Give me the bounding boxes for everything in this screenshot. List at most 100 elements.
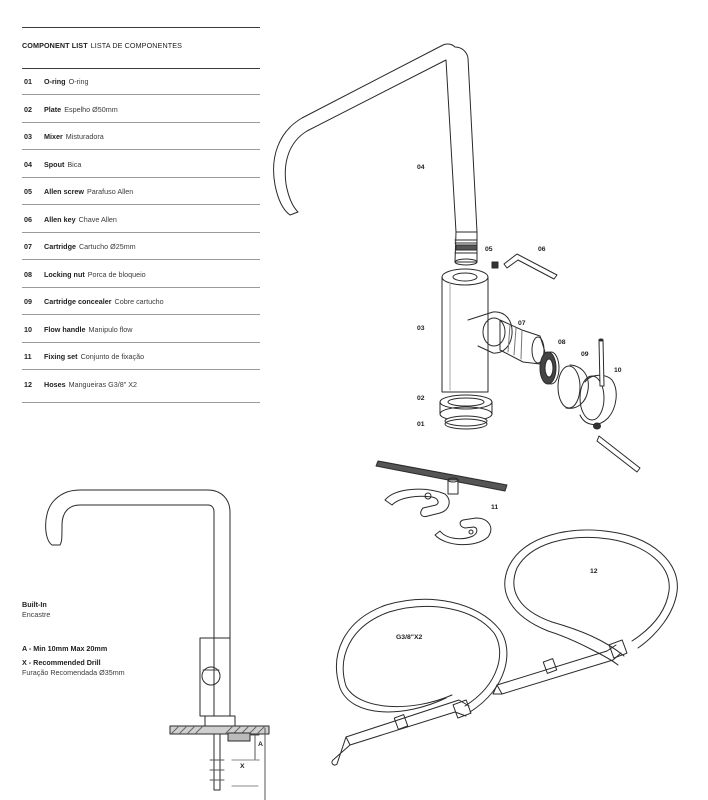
handle-key-drawing bbox=[596, 435, 641, 473]
list-bottom-rule bbox=[22, 402, 260, 403]
row-divider bbox=[22, 121, 260, 123]
component-name-en: Allen key bbox=[44, 214, 76, 224]
component-name-en: Flow handle bbox=[44, 324, 86, 334]
component-number: 12 bbox=[24, 379, 32, 389]
component-number: 01 bbox=[24, 77, 32, 86]
row-divider bbox=[22, 341, 260, 343]
handle-screw-drawing bbox=[593, 422, 601, 430]
component-name-en: Plate bbox=[44, 104, 62, 114]
note-a: A - Min 10mm Max 20mm bbox=[22, 644, 108, 653]
component-name-en: Spout bbox=[44, 159, 65, 169]
cartridge-drawing bbox=[499, 319, 546, 365]
component-name-pt: Porca de bloqueio bbox=[87, 269, 146, 279]
component-number: 11 bbox=[24, 352, 32, 361]
component-number: 09 bbox=[24, 297, 32, 306]
flow-handle-drawing bbox=[579, 338, 617, 425]
list-title-pt: LISTA DE COMPONENTES bbox=[90, 41, 183, 50]
component-number: 05 bbox=[24, 187, 32, 196]
row-divider bbox=[22, 94, 260, 95]
allen-screw-drawing bbox=[491, 261, 499, 269]
row-divider bbox=[22, 204, 260, 205]
locking-nut-drawing bbox=[539, 351, 560, 385]
fixing-set-drawing bbox=[375, 460, 508, 546]
mixer-body-drawing bbox=[441, 268, 513, 393]
component-name-en: Fixing set bbox=[44, 352, 78, 361]
row-divider bbox=[22, 149, 260, 150]
hoses-drawing bbox=[331, 529, 678, 766]
component-name-pt: Manipulo flow bbox=[88, 324, 133, 334]
row-divider bbox=[22, 286, 260, 288]
plate-drawing bbox=[439, 394, 493, 422]
component-name-pt: Chave Allen bbox=[78, 214, 117, 224]
label-04: 04 bbox=[417, 164, 425, 171]
builtin-pt: Encastre bbox=[22, 610, 51, 619]
component-name-pt: O-ring bbox=[68, 77, 89, 86]
component-number: 04 bbox=[24, 159, 32, 169]
dim-x-label: X bbox=[240, 763, 245, 770]
component-number: 03 bbox=[24, 132, 32, 141]
row-divider bbox=[22, 369, 260, 370]
component-name-pt: Bica bbox=[67, 159, 82, 169]
concealer-drawing bbox=[557, 364, 589, 409]
component-name-pt: Parafuso Allen bbox=[86, 187, 134, 196]
label-02: 02 bbox=[417, 395, 425, 402]
component-name-pt: Espelho Ø50mm bbox=[64, 104, 118, 114]
component-name-pt: Cobre cartucho bbox=[114, 297, 164, 306]
component-name-en: Locking nut bbox=[44, 269, 85, 279]
component-name-en: Cartridge concealer bbox=[44, 297, 112, 306]
component-name-pt: Conjunto de fixação bbox=[80, 352, 145, 361]
o-ring-drawing bbox=[444, 415, 488, 430]
label-01: 01 bbox=[417, 421, 425, 428]
dim-a-label: A bbox=[258, 741, 263, 748]
label-05: 05 bbox=[485, 246, 493, 253]
builtin-en: Built-In bbox=[22, 600, 47, 609]
spout-drawing bbox=[273, 43, 478, 266]
component-name-en: Allen screw bbox=[44, 187, 84, 196]
label-06: 06 bbox=[538, 246, 546, 253]
allen-key-drawing bbox=[503, 253, 558, 280]
component-number: 06 bbox=[24, 214, 32, 224]
component-name-en: Mixer bbox=[44, 132, 63, 141]
row-divider bbox=[22, 259, 260, 260]
component-name-en: Cartridge bbox=[44, 242, 76, 251]
label-08: 08 bbox=[558, 339, 566, 346]
label-12: 12 bbox=[590, 568, 598, 575]
label-07: 07 bbox=[518, 320, 526, 327]
installation-drawing bbox=[45, 489, 270, 800]
list-top-rule bbox=[22, 27, 260, 28]
label-09: 09 bbox=[581, 351, 589, 358]
label-03: 03 bbox=[417, 325, 425, 332]
note-x: X - Recommended Drill bbox=[22, 658, 101, 667]
label-11: 11 bbox=[491, 504, 499, 511]
row-divider bbox=[22, 231, 260, 233]
note-x-pt: Furação Recomendada Ø35mm bbox=[22, 668, 125, 677]
component-number: 07 bbox=[24, 242, 32, 251]
component-name-pt: Mangueiras G3/8" X2 bbox=[68, 379, 138, 389]
row-divider bbox=[22, 314, 260, 315]
component-number: 08 bbox=[24, 269, 32, 279]
component-number: 10 bbox=[24, 324, 32, 334]
component-name-pt: Misturadora bbox=[65, 132, 104, 141]
component-name-en: O-ring bbox=[44, 77, 66, 86]
component-number: 02 bbox=[24, 104, 32, 114]
label-10: 10 bbox=[614, 367, 622, 374]
label-hose-size: G3/8"X2 bbox=[396, 634, 423, 641]
row-divider bbox=[22, 176, 260, 178]
component-name-en: Hoses bbox=[44, 379, 66, 389]
list-title-en: COMPONENT LIST bbox=[22, 41, 88, 50]
component-name-pt: Cartucho Ø25mm bbox=[78, 242, 136, 251]
list-header-rule bbox=[22, 68, 260, 69]
